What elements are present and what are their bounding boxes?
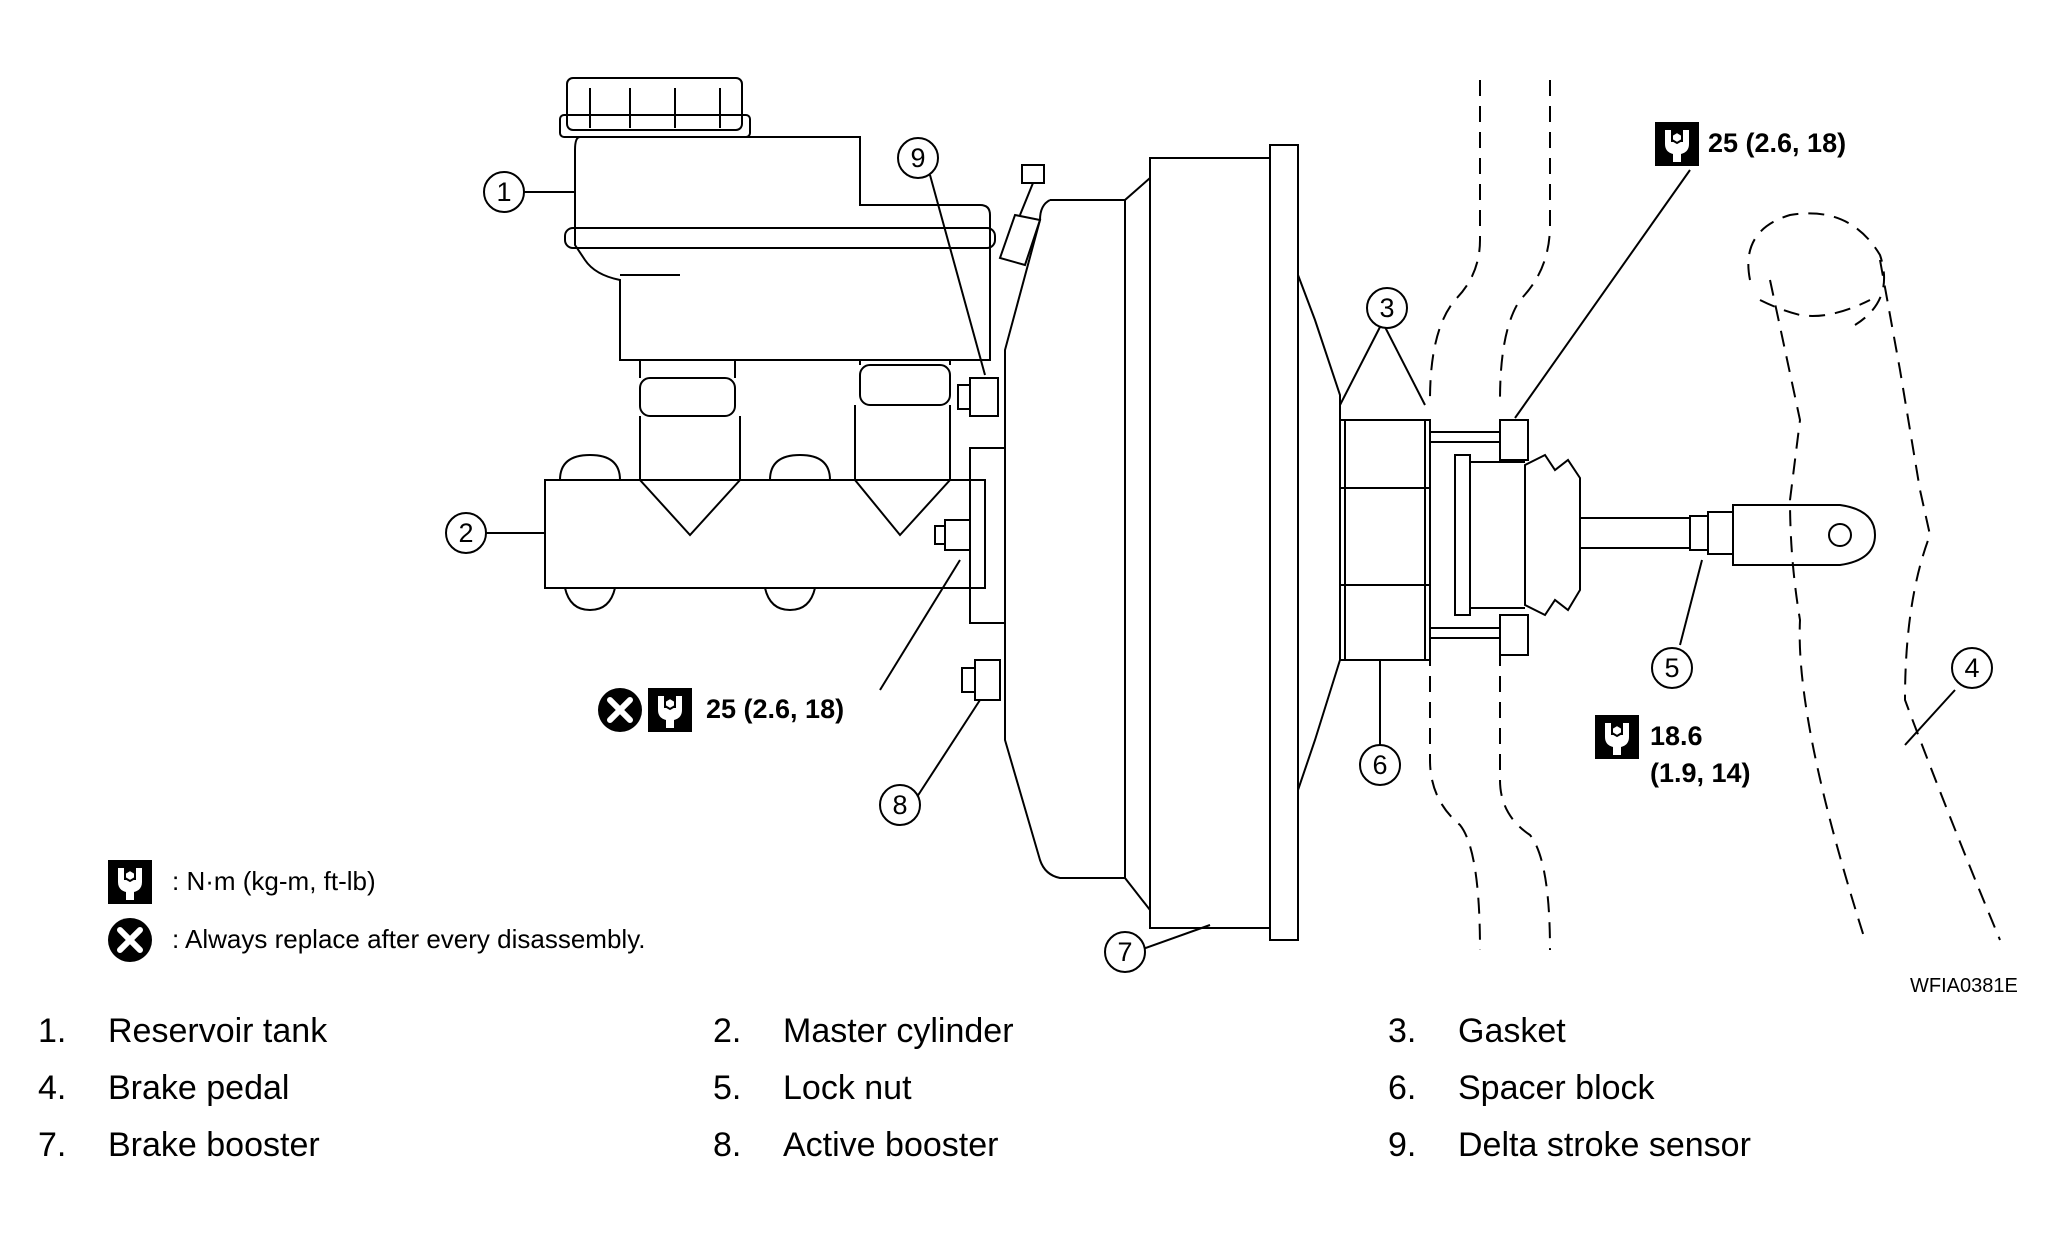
torque-spec-lower-left: 25 (2.6, 18) <box>598 688 844 732</box>
legend: : N·m (kg-m, ft-lb) : Always replace aft… <box>107 859 645 962</box>
brake-booster-diagram: 1 2 3 4 5 6 7 8 9 25 (2.6, 18) 25 (2.6, … <box>0 77 2018 997</box>
svg-text:25 (2.6, 18): 25 (2.6, 18) <box>706 694 844 724</box>
svg-text:7: 7 <box>1117 937 1132 967</box>
torque-wrench-icon <box>647 687 693 733</box>
svg-text:(1.9, 14): (1.9, 14) <box>1650 758 1751 788</box>
callout-3: 3 <box>1366 287 1408 329</box>
figure-reference: WFIA0381E <box>1910 975 2018 997</box>
replace-x-icon <box>108 918 152 962</box>
torque-wrench-icon <box>1654 121 1700 167</box>
reservoir-tank <box>564 136 996 361</box>
svg-text:25 (2.6, 18): 25 (2.6, 18) <box>1708 128 1846 158</box>
svg-text:6: 6 <box>1372 750 1387 780</box>
callout-4: 4 <box>1951 647 1993 689</box>
booster-studs <box>934 377 1001 701</box>
callout-7: 7 <box>1104 931 1146 973</box>
callout-1: 1 <box>483 171 525 213</box>
svg-text:1: 1 <box>496 177 511 207</box>
torque-wrench-icon <box>1594 714 1640 760</box>
svg-text:9: 9 <box>910 143 925 173</box>
torque-wrench-icon <box>107 859 153 905</box>
dash-outlines <box>1429 80 2001 951</box>
leader-lines <box>483 169 1956 951</box>
callout-2: 2 <box>445 512 487 554</box>
torque-spec-upper-right: 25 (2.6, 18) <box>1654 121 1846 167</box>
svg-text:3: 3 <box>1379 293 1394 323</box>
reservoir-cap <box>559 77 751 138</box>
callout-6: 6 <box>1359 744 1401 786</box>
svg-text:18.6: 18.6 <box>1650 721 1703 751</box>
callout-5: 5 <box>1651 647 1693 689</box>
callout-9: 9 <box>897 137 939 179</box>
legend-torque-unit: : N·m (kg-m, ft-lb) <box>172 866 376 896</box>
legend-replace-note: : Always replace after every disassembly… <box>172 924 645 954</box>
svg-text:4: 4 <box>1964 653 1979 683</box>
spacer-block <box>1339 419 1431 661</box>
svg-text:5: 5 <box>1664 653 1679 683</box>
svg-text:8: 8 <box>892 790 907 820</box>
svg-text:2: 2 <box>458 518 473 548</box>
callout-8: 8 <box>879 784 921 826</box>
delta-stroke-sensor <box>998 164 1045 267</box>
master-cylinder <box>544 360 1006 624</box>
brake-booster <box>1004 144 1341 941</box>
callouts: 1 2 3 4 5 6 7 8 9 <box>445 137 1993 973</box>
replace-x-icon <box>598 688 642 732</box>
torque-spec-lock-nut: 18.6 (1.9, 14) <box>1594 714 1751 788</box>
push-rod-assembly <box>1430 419 1877 656</box>
